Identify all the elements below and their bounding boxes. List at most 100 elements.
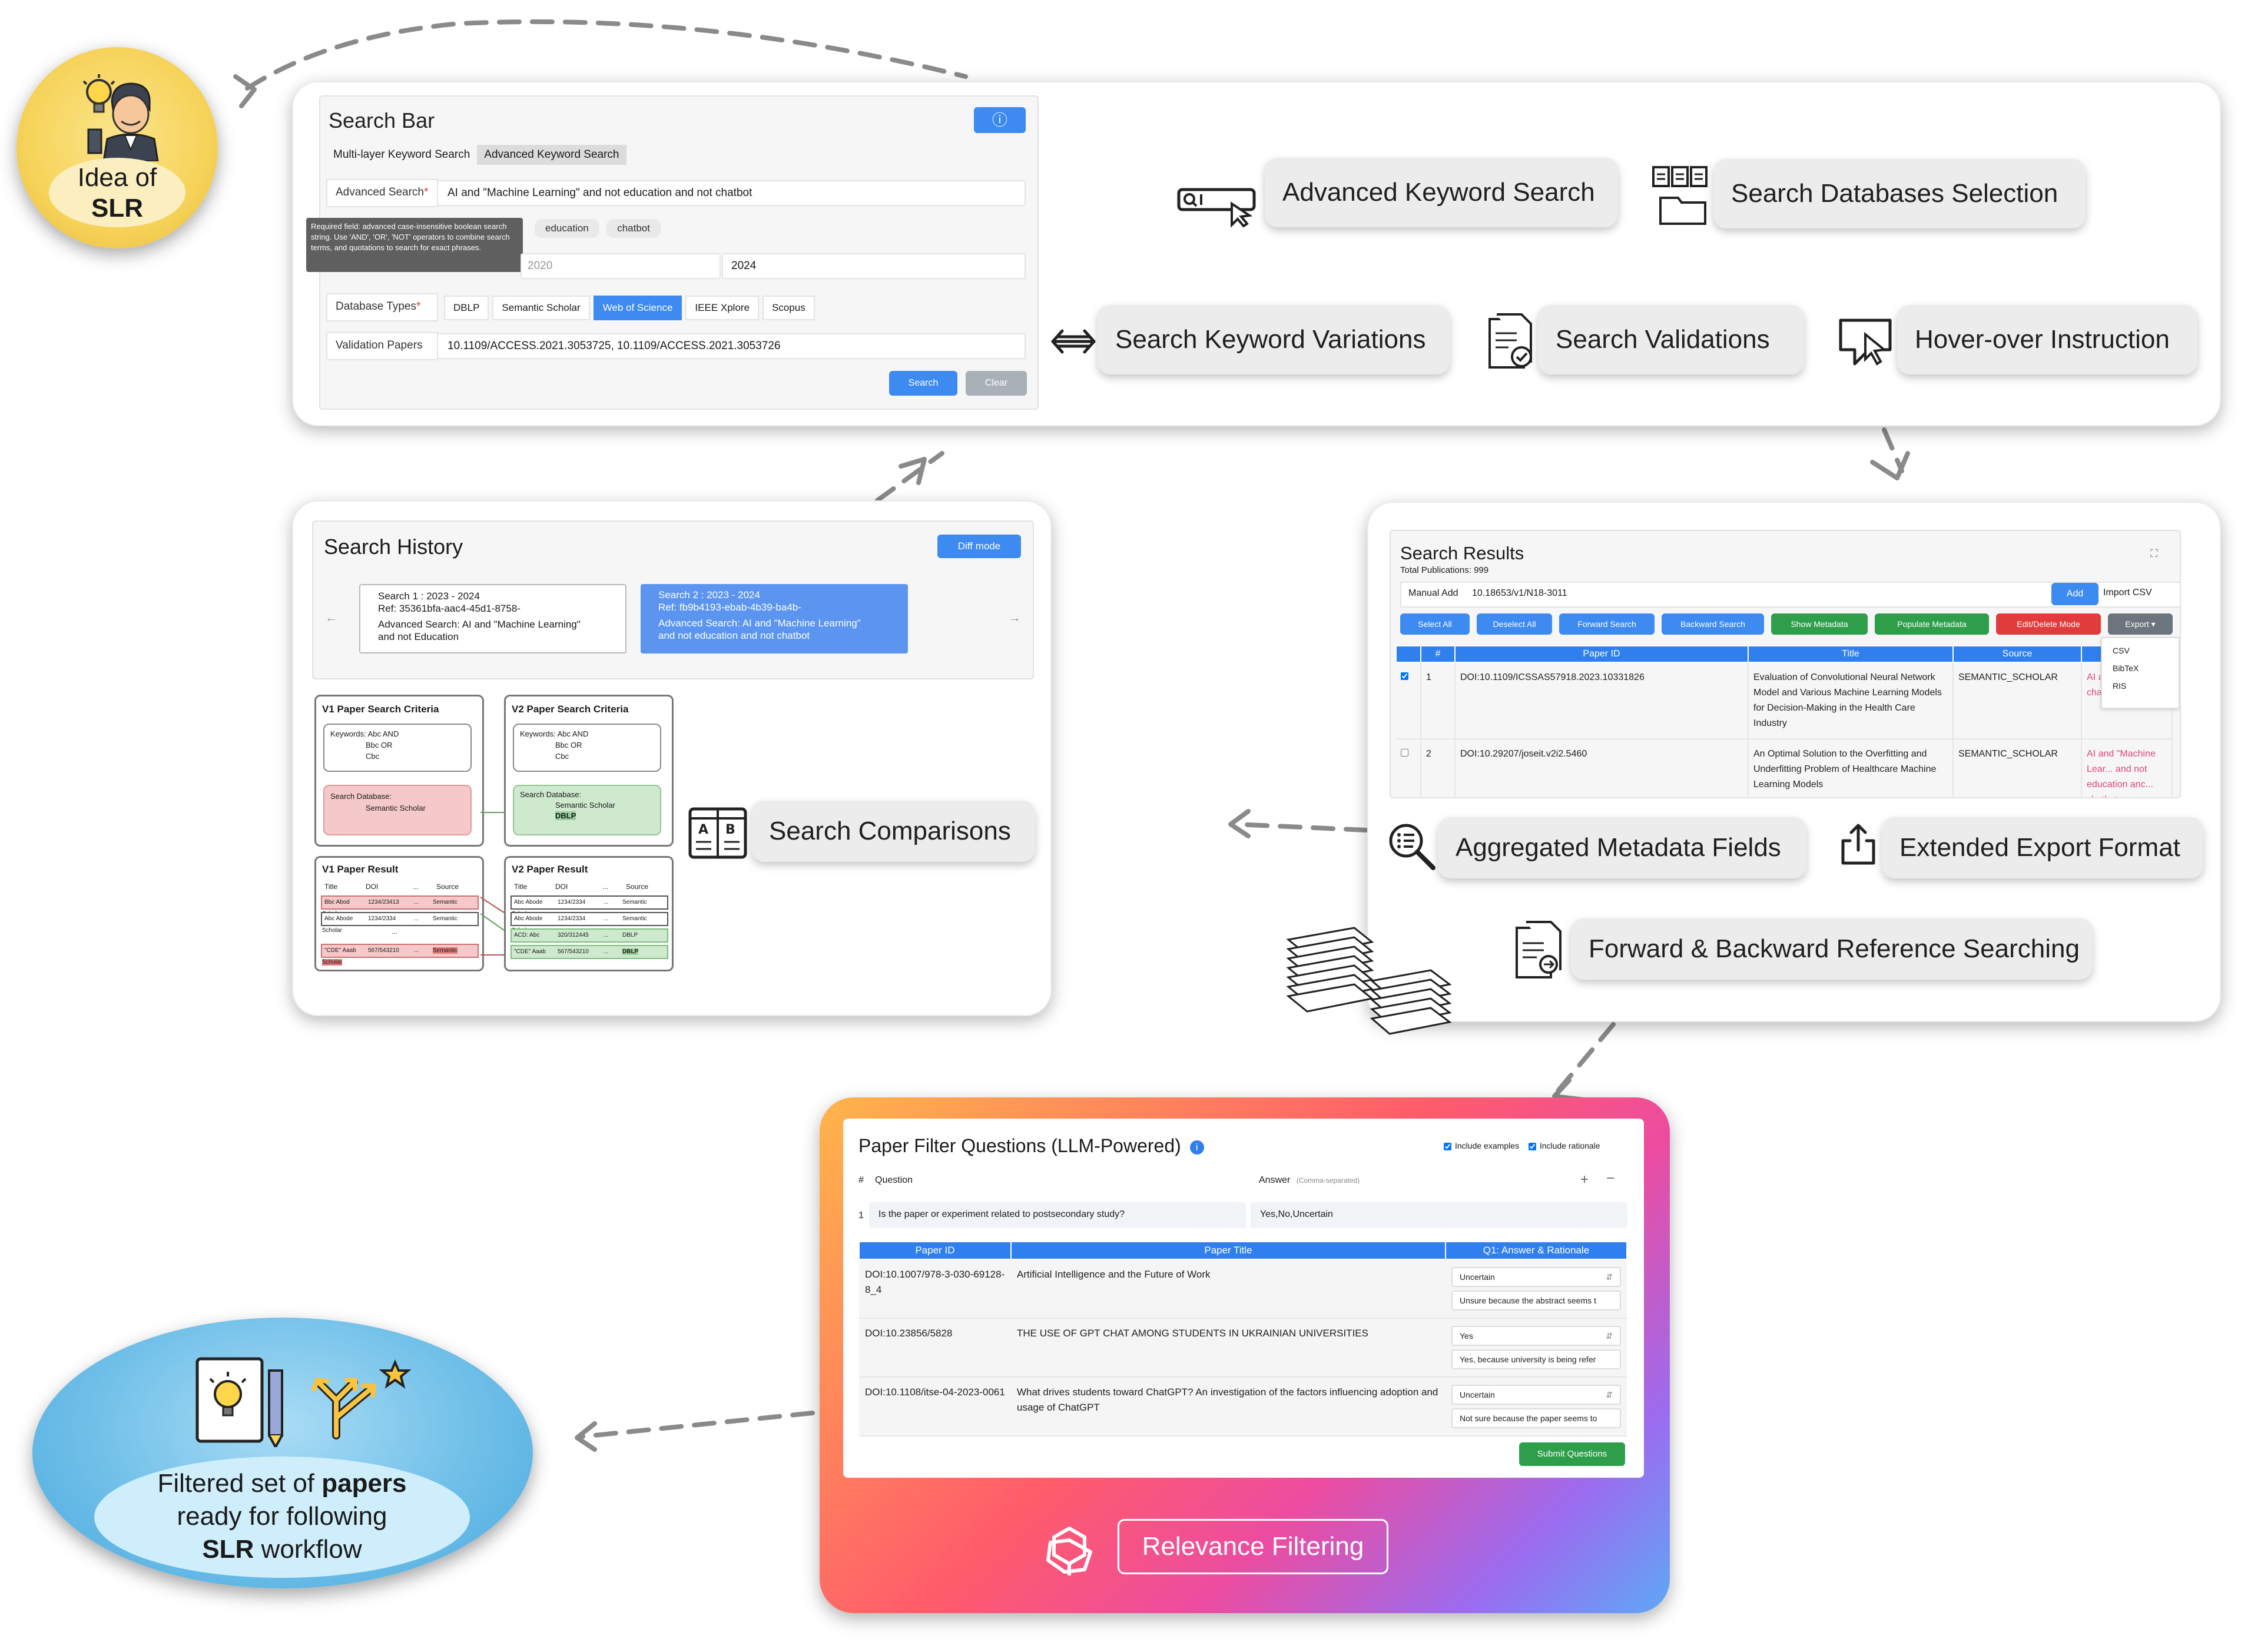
- feature-aggregated-metadata: Aggregated Metadata Fields: [1438, 817, 1806, 878]
- v2-database: Search Database: Semantic Scholar DBLP: [513, 785, 661, 835]
- row-num: 2: [1421, 739, 1456, 797]
- validation-papers-input[interactable]: 10.1109/ACCESS.2021.3053725, 10.1109/ACC…: [437, 333, 1026, 359]
- idea-bubble: Idea of SLR: [16, 47, 218, 248]
- answer-select-value: Uncertain: [1460, 1390, 1495, 1399]
- feature-advanced-keyword-label: Advanced Keyword Search: [1282, 178, 1595, 207]
- select-all-button[interactable]: Select All: [1400, 613, 1470, 635]
- feature-search-validations-label: Search Validations: [1556, 325, 1770, 354]
- export-ris[interactable]: RIS: [2113, 681, 2127, 691]
- researcher-icon: [82, 74, 159, 161]
- v1-kw-line1: Keywords: Abc AND: [330, 729, 399, 738]
- row-checkbox[interactable]: [1396, 662, 1421, 739]
- info-button[interactable]: ⓘ: [974, 107, 1026, 133]
- v2-r2-title: Abc Abode: [514, 915, 543, 922]
- manual-add-input[interactable]: 10.18653/v1/N18-3011: [1472, 588, 1567, 598]
- filter-row-id: DOI:10.1108/itse-04-2023-0061: [859, 1377, 1011, 1437]
- table-row[interactable]: DOI:10.1108/itse-04-2023-0061 What drive…: [859, 1377, 1627, 1437]
- v2-col-more: ...: [602, 883, 609, 891]
- diff-mode-button[interactable]: Diff mode: [937, 535, 1021, 558]
- db-dblp[interactable]: DBLP: [444, 296, 489, 320]
- export-bibtex[interactable]: BibTeX: [2113, 664, 2139, 673]
- export-menu: CSV BibTeX RIS: [2101, 637, 2180, 709]
- question-input[interactable]: Is the paper or experiment related to po…: [869, 1202, 1246, 1228]
- feature-search-comparisons-label: Search Comparisons: [769, 817, 1011, 845]
- filter-info-icon[interactable]: i: [1189, 1140, 1204, 1155]
- feature-extended-export-label: Extended Export Format: [1899, 833, 2180, 862]
- filter-title-text: Paper Filter Questions (LLM-Powered): [858, 1135, 1181, 1156]
- export-button[interactable]: Export ▾: [2108, 613, 2173, 635]
- answer-select[interactable]: Yes⇵: [1451, 1326, 1621, 1346]
- feature-hover-instruction: Hover-over Instruction: [1897, 305, 2197, 374]
- prev-arrow-icon[interactable]: ←: [325, 610, 338, 625]
- table-row[interactable]: 1 DOI:10.1109/ICSSAS57918.2023.10331826 …: [1396, 662, 2173, 739]
- expand-icon[interactable]: ⛶: [2150, 548, 2158, 559]
- table-row[interactable]: DOI:10.23856/5828 THE USE OF GPT CHAT AM…: [859, 1318, 1627, 1378]
- remove-question-icon[interactable]: −: [1606, 1170, 1615, 1186]
- filter-results-table: Paper ID Paper Title Q1: Answer & Ration…: [858, 1241, 1627, 1437]
- idea-label: Idea of SLR: [49, 158, 185, 227]
- db-semantic-scholar[interactable]: Semantic Scholar: [492, 296, 590, 320]
- v2-criteria-title: V2 Paper Search Criteria: [512, 704, 629, 715]
- feature-keyword-variations: Search Keyword Variations: [1098, 305, 1450, 374]
- include-rationale-checkbox[interactable]: [1528, 1142, 1536, 1150]
- year-from-value: 2020: [528, 260, 553, 272]
- show-metadata-button[interactable]: Show Metadata: [1771, 613, 1868, 635]
- rationale-field[interactable]: Not sure because the paper seems to: [1451, 1408, 1621, 1428]
- backward-search-button[interactable]: Backward Search: [1662, 613, 1764, 635]
- filter-col-paper-title: Paper Title: [1010, 1241, 1446, 1260]
- clear-button[interactable]: Clear: [966, 371, 1027, 396]
- answer-select[interactable]: Uncertain⇵: [1451, 1267, 1621, 1287]
- add-question-icon[interactable]: +: [1580, 1172, 1589, 1187]
- db-ieee-xplore[interactable]: IEEE Xplore: [685, 296, 760, 320]
- v1-criteria-title: V1 Paper Search Criteria: [322, 704, 439, 715]
- edit-delete-mode-button[interactable]: Edit/Delete Mode: [1996, 613, 2101, 635]
- row-checkbox[interactable]: [1396, 739, 1421, 797]
- advanced-search-value: AI and "Machine Learning" and not educat…: [447, 187, 752, 199]
- db-scopus[interactable]: Scopus: [762, 296, 815, 320]
- v2-r4-title: "CDE" Aaab: [514, 948, 546, 955]
- db-web-of-science[interactable]: Web of Science: [593, 296, 682, 320]
- tab-multilayer[interactable]: Multi-layer Keyword Search: [333, 148, 470, 161]
- filter-title: Paper Filter Questions (LLM-Powered) i: [858, 1135, 1204, 1157]
- deselect-all-button[interactable]: Deselect All: [1477, 613, 1552, 635]
- answer-col-text: Answer: [1259, 1175, 1291, 1185]
- table-row[interactable]: DOI:10.1007/978-3-030-69128-8_4 Artifici…: [859, 1259, 1627, 1319]
- year-to-input[interactable]: 2024: [722, 253, 1026, 279]
- forward-search-button[interactable]: Forward Search: [1559, 613, 1655, 635]
- answer-select[interactable]: Uncertain⇵: [1451, 1385, 1621, 1405]
- database-types-label-text: Database Types: [336, 300, 416, 313]
- v1-r2-more: ...: [414, 915, 419, 922]
- col-paper-id: Paper ID: [1454, 645, 1749, 663]
- history-card-1[interactable]: Search 1 : 2023 - 2024 Ref: 35361bfa-aac…: [359, 584, 626, 653]
- answer-select-value: Uncertain: [1460, 1272, 1495, 1282]
- export-csv[interactable]: CSV: [2113, 646, 2130, 655]
- search-history-title: Search History: [324, 535, 463, 559]
- import-csv-button[interactable]: Import CSV: [2103, 588, 2152, 598]
- table-row[interactable]: 2 DOI:10.29207/joseit.v2i2.5460 An Optim…: [1396, 739, 2173, 797]
- rationale-field[interactable]: Unsure because the abstract seems t: [1451, 1291, 1621, 1311]
- rationale-field[interactable]: Yes, because university is being refer: [1451, 1349, 1621, 1369]
- advanced-search-input[interactable]: AI and "Machine Learning" and not educat…: [437, 180, 1026, 206]
- next-arrow-icon[interactable]: →: [1008, 610, 1021, 625]
- feature-search-comparisons: Search Comparisons: [751, 801, 1035, 862]
- tab-advanced[interactable]: Advanced Keyword Search: [477, 145, 626, 165]
- add-button[interactable]: Add: [2051, 583, 2098, 605]
- include-examples-checkbox[interactable]: [1444, 1142, 1451, 1150]
- chip-chatbot[interactable]: chatbot: [606, 219, 661, 238]
- year-from-input[interactable]: 2020: [521, 253, 721, 279]
- v1-r2-doi: 1234/2334: [368, 915, 396, 922]
- answer-col-hint: (Comma-separated): [1296, 1176, 1360, 1185]
- search-button[interactable]: Search: [889, 371, 957, 396]
- v1-col-more: ...: [413, 883, 419, 891]
- submit-questions-button[interactable]: Submit Questions: [1519, 1442, 1625, 1466]
- chip-education[interactable]: education: [535, 219, 599, 238]
- populate-metadata-button[interactable]: Populate Metadata: [1875, 613, 1989, 635]
- history-card-2[interactable]: Search 2 : 2023 - 2024 Ref: fb9b4193-eba…: [641, 584, 908, 653]
- paper-stacks-icon: [1286, 927, 1452, 1035]
- row-paper-id: DOI:10.29207/joseit.v2i2.5460: [1455, 739, 1749, 797]
- filter-row-title: THE USE OF GPT CHAT AMONG STUDENTS IN UK…: [1011, 1318, 1446, 1378]
- answer-input[interactable]: Yes,No,Uncertain: [1251, 1202, 1627, 1228]
- history-card-2-line2: Ref: fb9b4193-ebab-4b39-ba4b-: [658, 602, 801, 613]
- search-results-mock: Search Results Total Publications: 999 ⛶…: [1390, 530, 2181, 798]
